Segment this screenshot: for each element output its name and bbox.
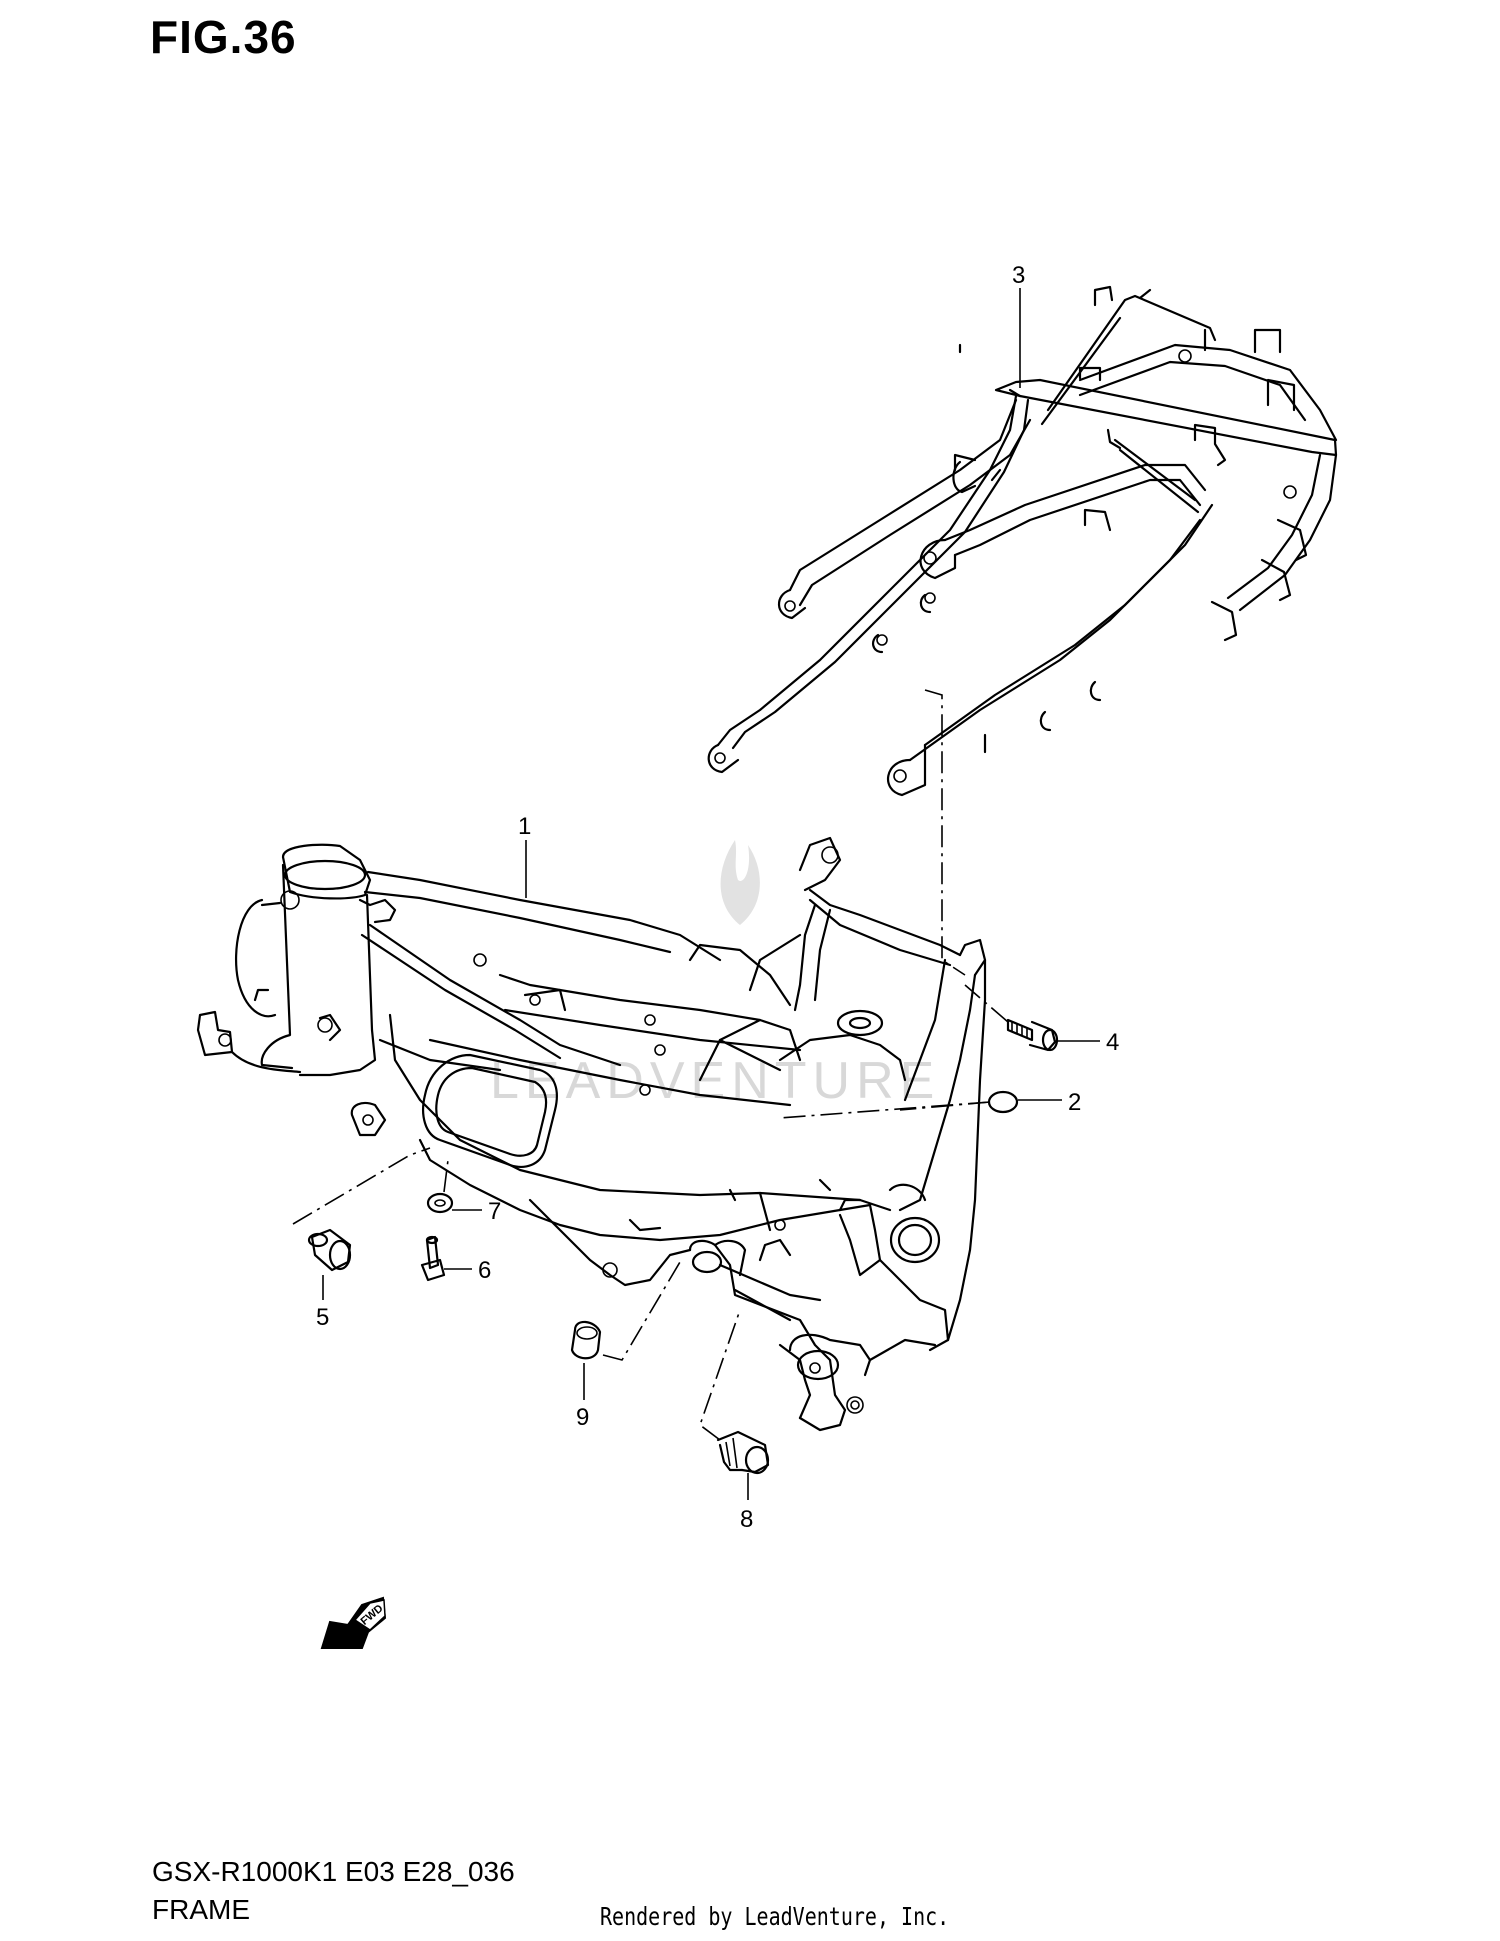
washer-part xyxy=(426,1192,454,1214)
watermark-flame-icon xyxy=(720,840,760,925)
seat-rail-drawing xyxy=(707,285,1338,797)
forward-arrow-icon: FWD xyxy=(320,1596,387,1649)
callout-1: 1 xyxy=(518,813,531,840)
callout-2: 2 xyxy=(1068,1089,1081,1116)
bolt-part-4 xyxy=(1006,1018,1059,1052)
collar-part xyxy=(307,1228,352,1272)
callout-8: 8 xyxy=(740,1506,753,1533)
figure-title: FIG.36 xyxy=(150,11,297,63)
callout-7: 7 xyxy=(488,1198,501,1225)
callout-9: 9 xyxy=(576,1404,589,1431)
bolt-part-6 xyxy=(420,1235,446,1282)
cap-part xyxy=(570,1320,602,1360)
watermark-text: LEADVENTURE xyxy=(490,1052,940,1110)
plug-part xyxy=(987,1090,1019,1114)
main-frame-drawing xyxy=(196,836,987,1432)
rendered-by-credit: Rendered by LeadVenture, Inc. xyxy=(600,1902,950,1931)
grommet-part xyxy=(716,1430,770,1475)
callout-3: 3 xyxy=(1012,262,1025,289)
callout-4: 4 xyxy=(1106,1029,1119,1056)
section-name: FRAME xyxy=(152,1894,250,1925)
callout-labels: 1 2 3 4 5 6 7 8 9 xyxy=(316,262,1119,1533)
callout-5: 5 xyxy=(316,1304,329,1331)
leader-lines xyxy=(292,288,1100,1500)
model-code: GSX-R1000K1 E03 E28_036 xyxy=(152,1856,515,1887)
callout-6: 6 xyxy=(478,1257,491,1284)
